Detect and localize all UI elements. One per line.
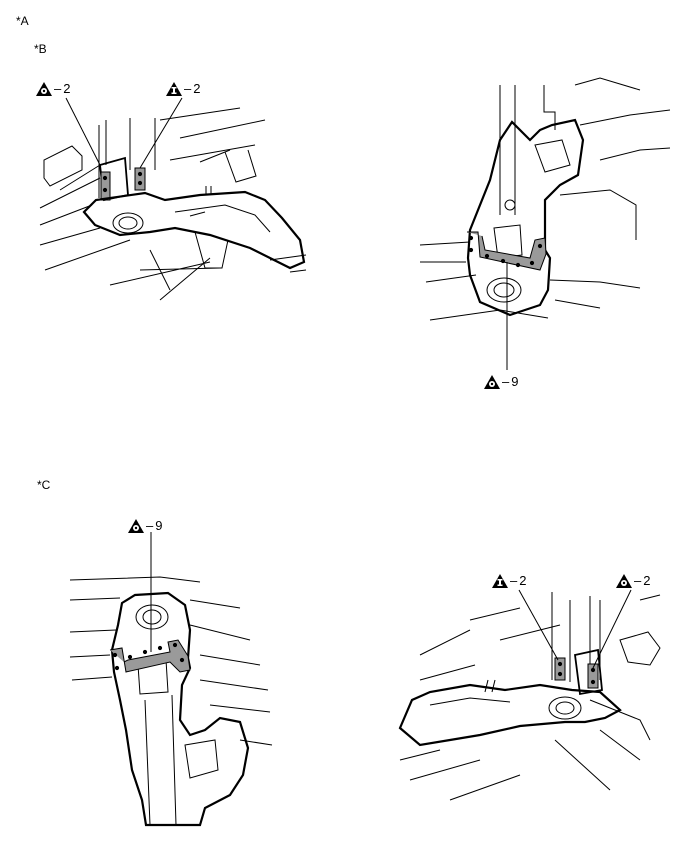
callout-c-right: –2 — [616, 574, 650, 588]
weld-marker-icon — [166, 82, 182, 96]
spot-weld-icon — [36, 82, 52, 96]
weld-marker-icon — [492, 574, 508, 588]
section-label-b: *B — [34, 42, 47, 56]
spot-weld-icon — [484, 375, 500, 389]
diagram-b-left — [39, 97, 307, 301]
spot-weld-icon — [616, 574, 632, 588]
spot-weld-icon — [128, 519, 144, 533]
diagram-c-left — [69, 532, 273, 827]
callout-b-right-count: 2 — [193, 81, 201, 96]
callout-b-bottom-count: 9 — [511, 374, 519, 389]
callout-b-left-count: 2 — [63, 81, 71, 96]
callout-b-left: –2 — [36, 82, 70, 96]
section-label-a: *A — [16, 14, 29, 28]
callout-c-right-count: 2 — [643, 573, 651, 588]
callout-c-top: –9 — [128, 519, 162, 533]
callout-c-left: –2 — [492, 574, 526, 588]
callout-c-top-count: 9 — [155, 518, 163, 533]
callout-b-right: –2 — [166, 82, 200, 96]
section-label-c: *C — [37, 478, 51, 492]
callout-b-bottom: –9 — [484, 375, 518, 389]
callout-c-left-count: 2 — [519, 573, 527, 588]
diagram-b-right — [419, 77, 671, 370]
diagram-c-right — [398, 589, 661, 801]
